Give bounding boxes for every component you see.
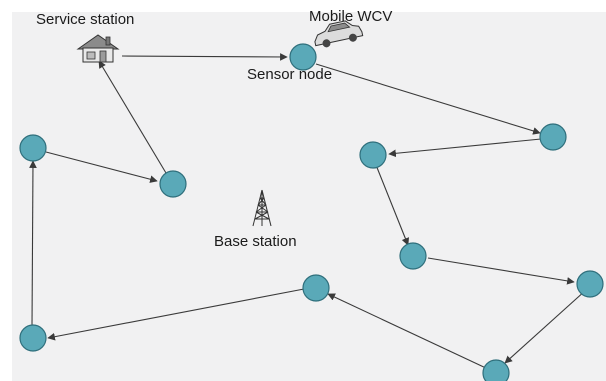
edge-center-right-to-far-right	[427, 257, 575, 285]
edge-sensor-to-right-top	[315, 63, 541, 135]
sensor-node	[539, 123, 567, 151]
edge-bottom-right-to-center-bottom	[327, 293, 489, 370]
edge-top-left-to-center-left	[45, 151, 158, 183]
sensor-node	[359, 141, 387, 169]
edge-mid-right-to-center-right	[375, 164, 410, 246]
sensor-node-label: Sensor node	[247, 66, 333, 83]
edge-service-to-sensor	[121, 53, 288, 61]
sensor-node	[482, 359, 510, 381]
base-station-label: Base station	[214, 233, 297, 250]
sensor-node	[302, 274, 330, 302]
sensor-node	[19, 324, 47, 352]
mobile-wcv-label: Mobile WCV	[309, 8, 393, 25]
edge-center-bottom-to-bottom-left	[47, 288, 305, 341]
sensor-node	[399, 242, 427, 270]
sensor-node	[19, 134, 47, 162]
sensor-node	[159, 170, 187, 198]
edge-bottom-left-to-top-left	[29, 160, 37, 328]
tower-icon	[252, 189, 272, 227]
house-icon	[76, 34, 120, 63]
edge-center-left-to-service	[98, 60, 167, 174]
car-icon	[314, 20, 364, 48]
sensor-node	[576, 270, 604, 298]
service-station-label: Service station	[36, 11, 135, 28]
diagram-background	[12, 12, 606, 381]
edge-right-top-to-mid-right	[388, 138, 542, 158]
edge-far-right-to-bottom-right	[504, 289, 587, 364]
sensor-node	[289, 43, 317, 71]
